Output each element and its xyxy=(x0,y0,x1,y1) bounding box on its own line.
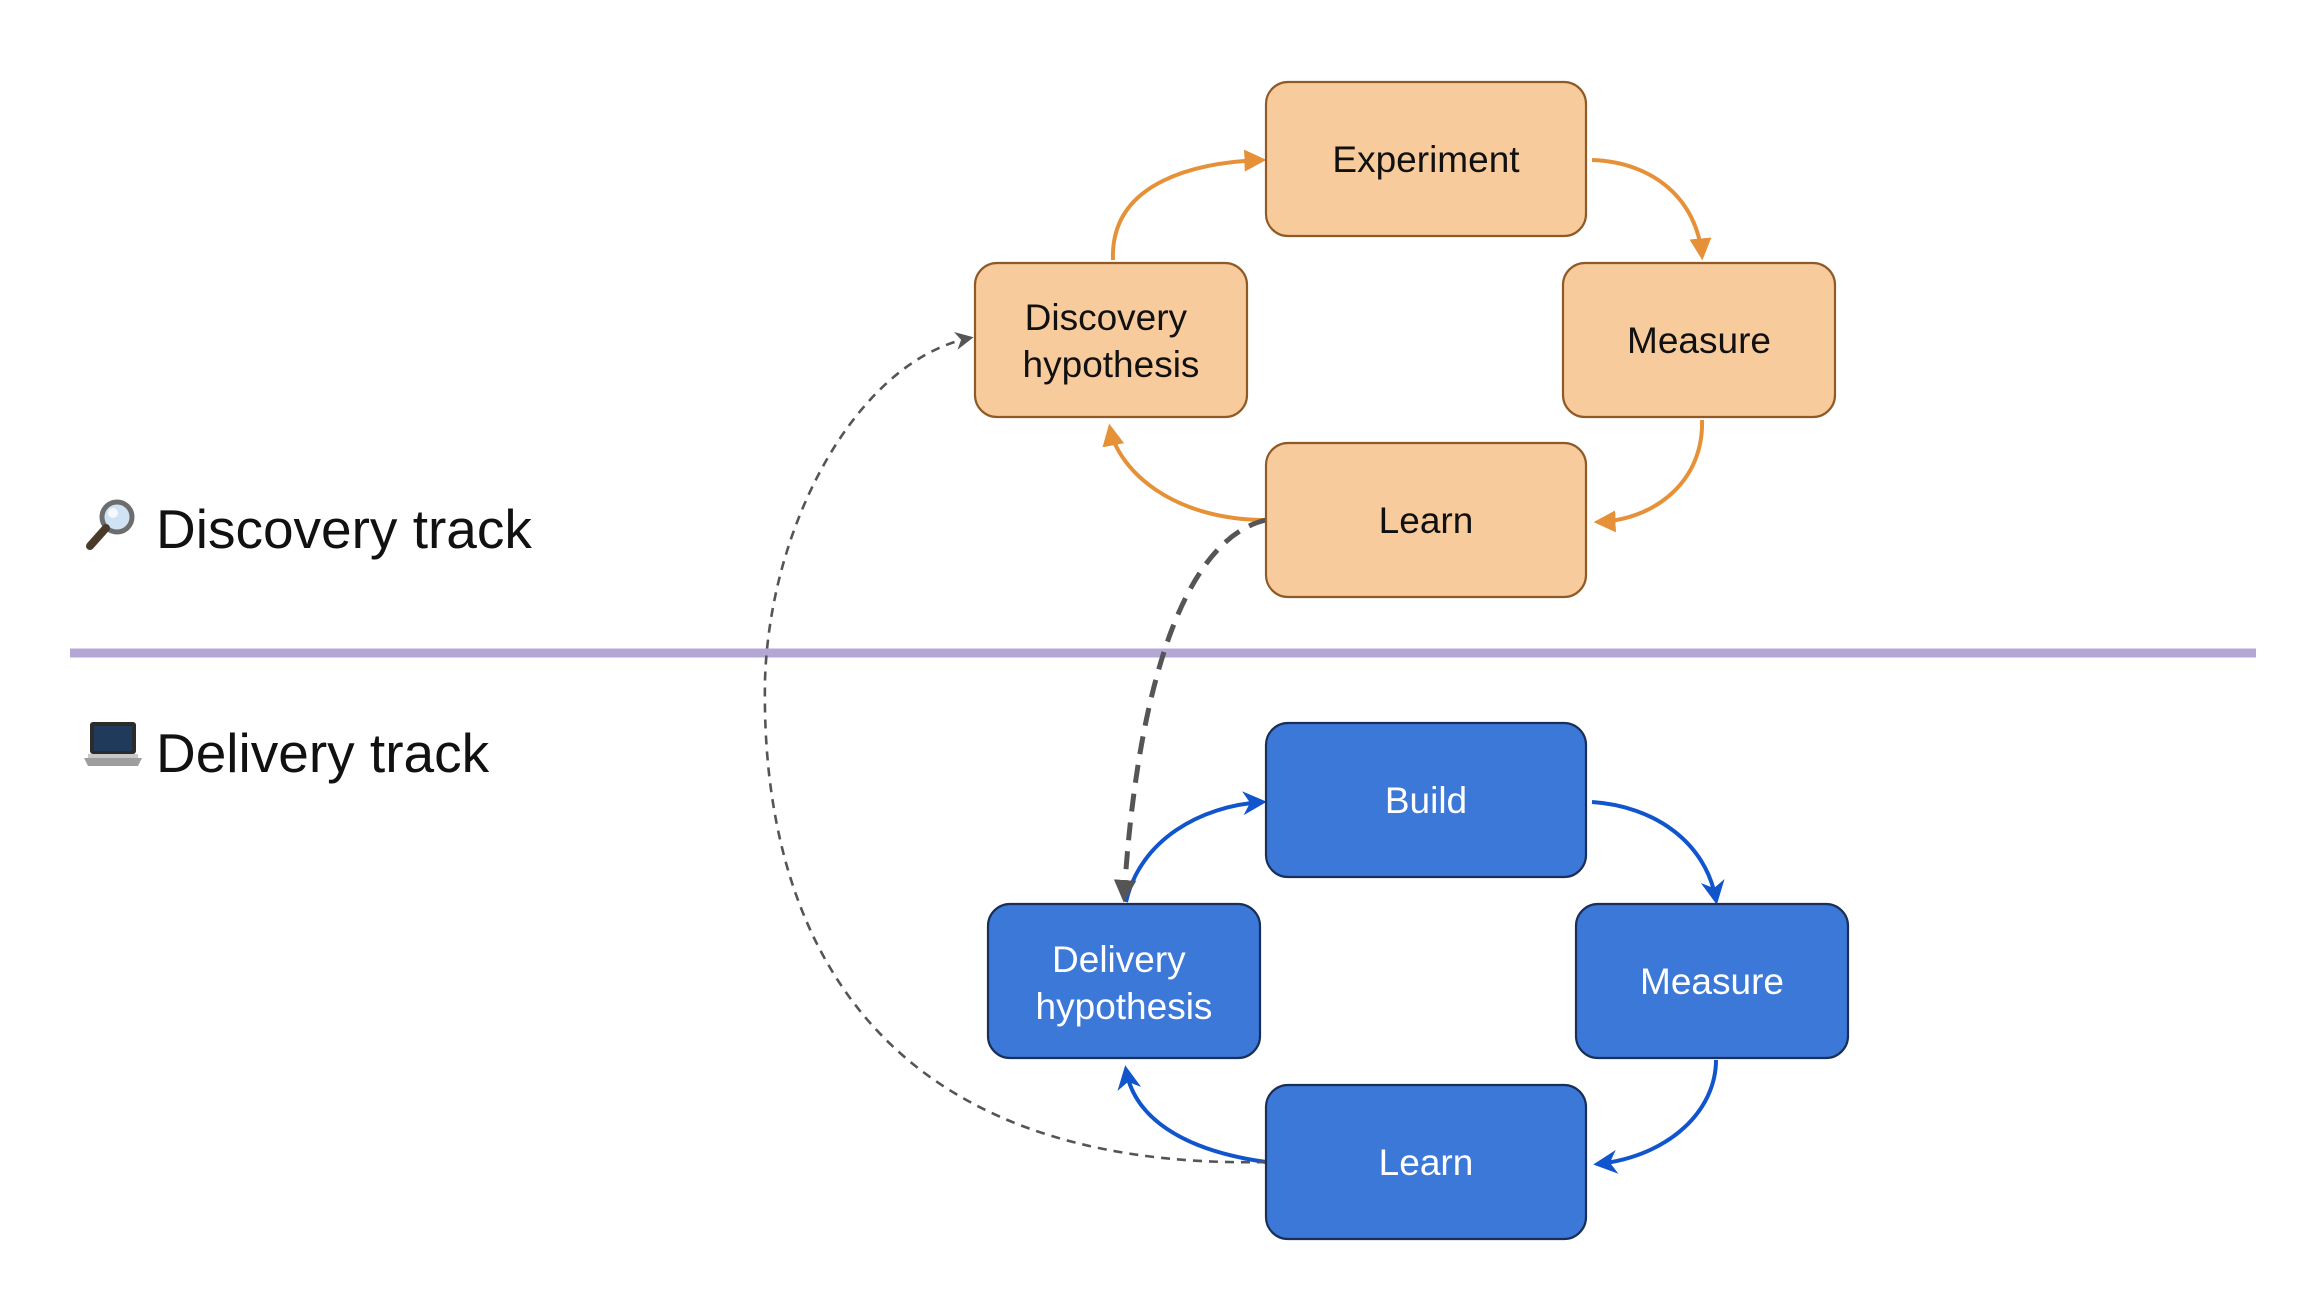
node-experiment: Experiment xyxy=(1264,80,1588,238)
arrow-discovery-hypothesis-to-experiment xyxy=(1110,149,1267,261)
node-discovery-measure-label: Measure xyxy=(1627,320,1771,361)
arrow-measure-to-learn xyxy=(1593,419,1705,533)
node-discovery-hypothesis: Discovery hypothesis xyxy=(973,261,1249,419)
laptop-icon xyxy=(84,722,142,766)
node-delivery-learn-label: Learn xyxy=(1379,1142,1474,1183)
node-build-label: Build xyxy=(1385,780,1467,821)
node-discovery-learn: Learn xyxy=(1264,441,1588,599)
node-discovery-hypothesis-label: Discovery hypothesis xyxy=(1023,297,1200,385)
discovery-track-label: Discovery track xyxy=(86,498,532,560)
node-discovery-measure: Measure xyxy=(1561,261,1837,419)
connector-discovery-learn-to-delivery-hypothesis xyxy=(1113,517,1267,903)
node-build: Build xyxy=(1264,721,1588,879)
arrow-learn-to-discovery-hypothesis xyxy=(1102,423,1267,522)
node-delivery-hypothesis-line-1: Delivery xyxy=(1052,939,1186,980)
node-discovery-learn-label: Learn xyxy=(1379,500,1474,541)
delivery-track-label: Delivery track xyxy=(84,722,490,784)
arrow-measure-to-learn-delivery xyxy=(1593,1059,1718,1174)
node-delivery-learn: Learn xyxy=(1264,1083,1588,1241)
magnifying-glass-icon xyxy=(86,499,135,550)
arrow-experiment-to-measure xyxy=(1591,158,1712,261)
arrow-build-to-measure xyxy=(1591,800,1725,905)
node-delivery-hypothesis-line-2: hypothesis xyxy=(1036,986,1213,1027)
node-delivery-hypothesis-label: Delivery hypothesis xyxy=(1036,939,1213,1027)
node-discovery-hypothesis-line-1: Discovery xyxy=(1025,297,1188,338)
node-discovery-hypothesis-line-2: hypothesis xyxy=(1023,344,1200,385)
delivery-track-title: Delivery track xyxy=(156,722,490,784)
node-experiment-label: Experiment xyxy=(1332,139,1520,180)
node-delivery-measure: Measure xyxy=(1574,902,1850,1060)
arrow-delivery-hypothesis-to-build xyxy=(1124,791,1267,903)
node-delivery-measure-label: Measure xyxy=(1640,961,1784,1002)
arrow-learn-to-delivery-hypothesis xyxy=(1117,1065,1267,1164)
node-delivery-hypothesis: Delivery hypothesis xyxy=(986,902,1262,1060)
discovery-track-title: Discovery track xyxy=(156,498,532,560)
